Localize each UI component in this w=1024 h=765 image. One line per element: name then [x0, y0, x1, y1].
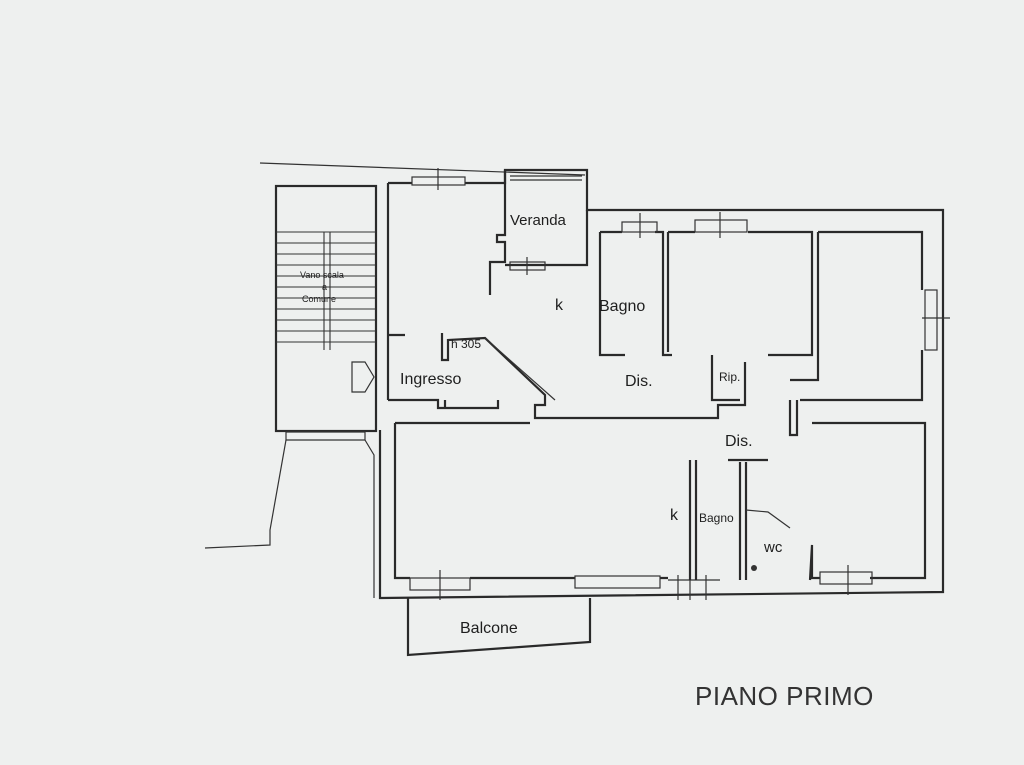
label-balcone: Balcone: [460, 620, 518, 637]
label-vano-scala-2: a: [322, 282, 327, 292]
label-ingresso: Ingresso: [400, 371, 461, 388]
label-veranda: Veranda: [510, 212, 567, 229]
window-living-right: [574, 575, 661, 589]
plan-title: PIANO PRIMO: [695, 681, 874, 711]
label-dis-bottom: Dis.: [725, 433, 753, 450]
stair-steps: [276, 231, 376, 350]
window-kitchen-top: [509, 257, 546, 275]
label-rip: Rip.: [719, 370, 740, 384]
window-top-left: [411, 168, 466, 190]
window-bagno-top: [621, 213, 658, 238]
wc-partition: [745, 509, 791, 529]
room-bottom-right-walls: [808, 421, 927, 581]
label-dis-top: Dis.: [625, 373, 653, 390]
label-vano-scala-1: Vano scala: [300, 270, 344, 280]
label-kitchen-bottom: k: [670, 507, 679, 524]
window-veranda: [510, 175, 582, 181]
corridor-angled-wall: [440, 333, 747, 420]
site-boundary-line: [259, 162, 586, 176]
label-bagno-bottom: Bagno: [699, 511, 734, 525]
room-middle-top-walls: [666, 230, 814, 357]
living-room-walls: [393, 421, 668, 580]
entry-arrow-icon: [351, 361, 375, 393]
label-kitchen-top: k: [555, 297, 564, 314]
stair-side-wall: [364, 439, 375, 598]
window-living-left: [409, 570, 471, 600]
window-bottom-right: [819, 565, 873, 595]
bagno-top-walls: [598, 230, 672, 357]
dis-bottom-walls: [788, 400, 799, 437]
window-bottom-middle: [668, 575, 720, 600]
bagno-bottom-walls: [688, 458, 768, 580]
label-vano-scala-3: Comune: [302, 294, 336, 304]
label-wc: wc: [763, 539, 783, 556]
room-right-top-walls: [790, 230, 924, 402]
ripostiglio-walls: [710, 355, 747, 402]
ingresso-room-walls: [388, 333, 500, 410]
window-room-middle-top: [694, 212, 748, 238]
label-height-note: h 305: [451, 337, 481, 351]
corridor-angled-inner: [484, 337, 556, 401]
window-room-right: [922, 289, 950, 351]
label-bagno-top: Bagno: [599, 298, 645, 315]
drain-icon: [751, 565, 757, 571]
kitchen-top-walls: [488, 170, 589, 295]
stair-lower-flight: [204, 439, 287, 549]
balcone-outline: [406, 598, 592, 657]
